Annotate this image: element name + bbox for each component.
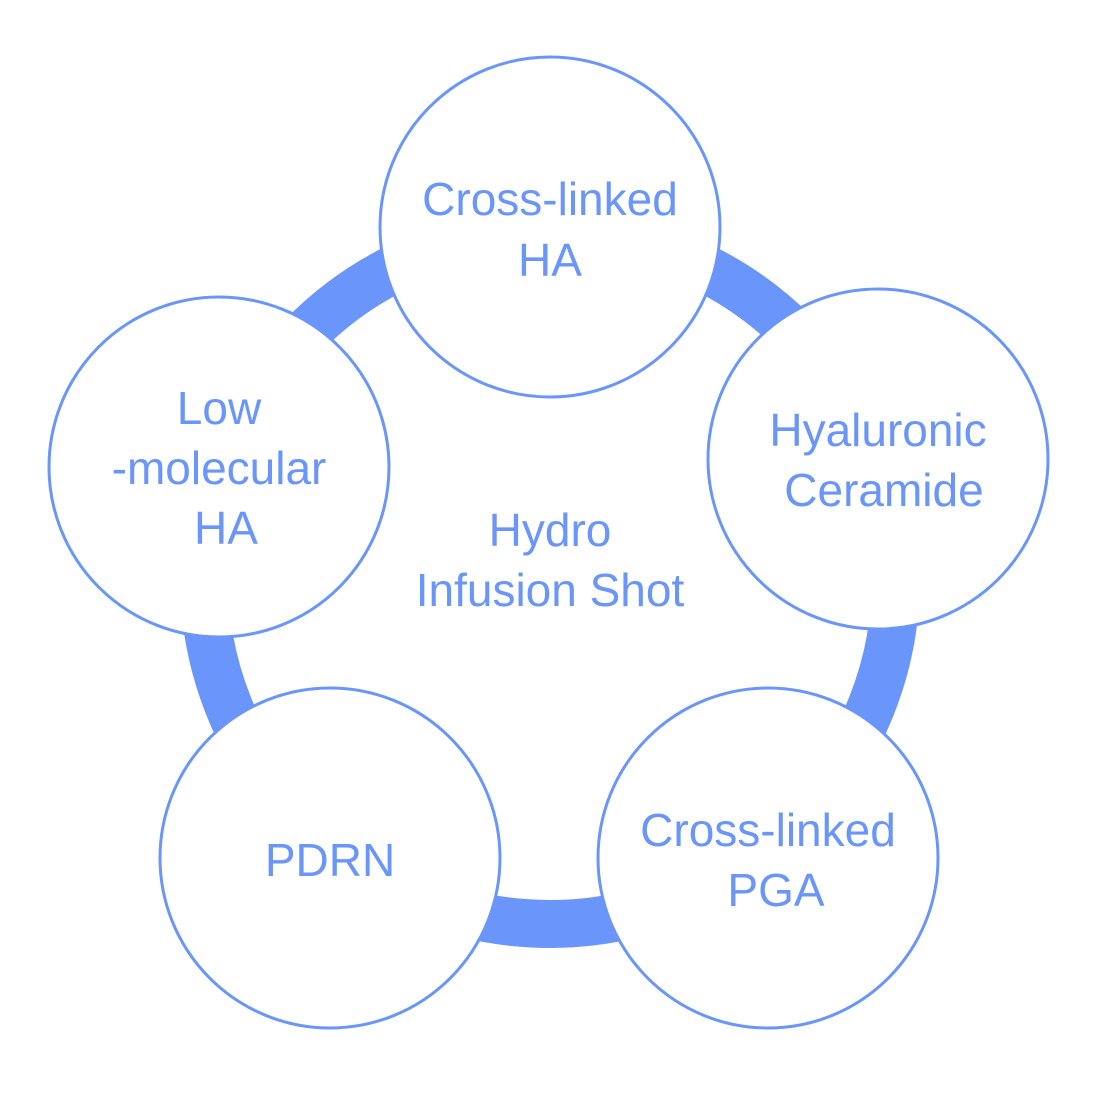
node-circle — [158, 686, 502, 1030]
node-cross-linked-ha: Cross-linked HA — [378, 55, 722, 399]
node-circle — [706, 287, 1050, 631]
node-label-line: HA — [194, 502, 258, 554]
node-circle — [378, 55, 722, 399]
node-label-line: Ceramide — [784, 464, 983, 516]
node-label-line: Low — [177, 382, 262, 434]
node-label-line: HA — [518, 234, 582, 286]
node-circle — [596, 686, 940, 1030]
node-label-line: PDRN — [265, 834, 395, 886]
node-pdrn: PDRN — [158, 686, 502, 1030]
center-label-line-2: Infusion Shot — [416, 564, 685, 616]
center-label-line-1: Hydro — [489, 504, 612, 556]
node-cross-linked-pga: Cross-linked PGA — [596, 686, 940, 1030]
node-label-line: PGA — [727, 864, 824, 916]
node-label-line: -molecular — [112, 442, 327, 494]
node-label-line: Cross-linked — [640, 804, 896, 856]
node-label-line: Cross-linked — [422, 173, 678, 225]
node-low-molecular-ha: Low -molecular HA — [47, 295, 391, 639]
center-label: Hydro Infusion Shot — [416, 504, 685, 616]
node-circle — [47, 295, 391, 639]
node-label-line: Hyaluronic — [769, 404, 986, 456]
node-hyaluronic-ceramide: Hyaluronic Ceramide — [706, 287, 1050, 631]
